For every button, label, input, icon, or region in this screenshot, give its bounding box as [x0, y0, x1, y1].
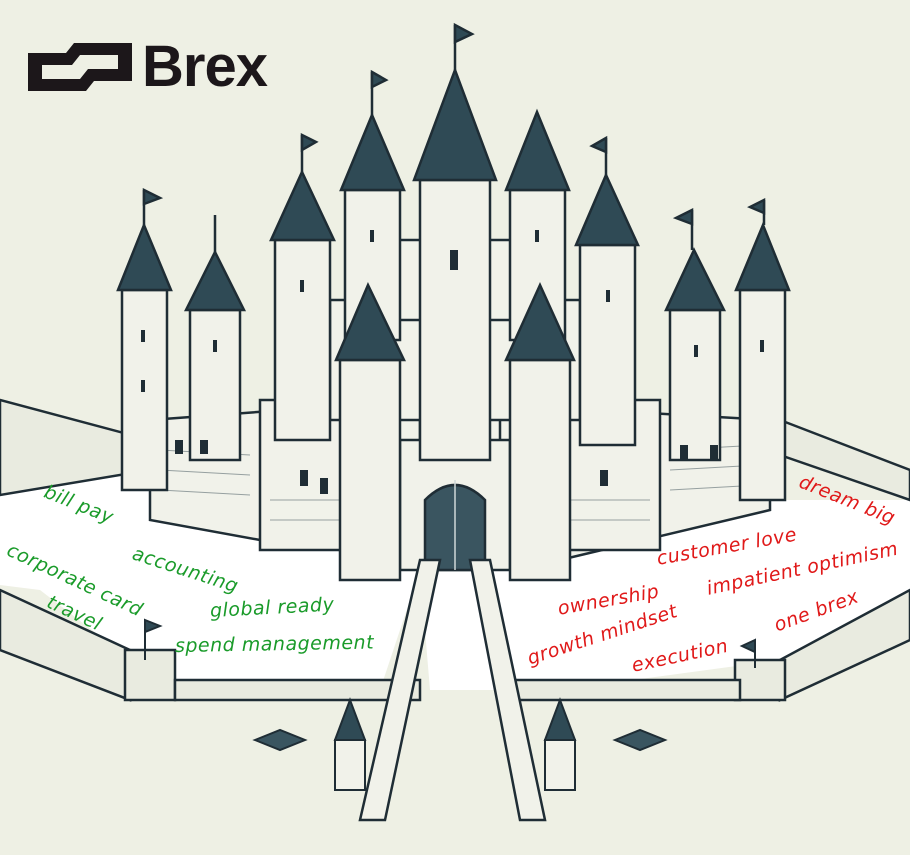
brex-logo: Brex	[28, 34, 268, 99]
wall-flags	[144, 618, 756, 668]
bridge	[358, 558, 547, 822]
product-label-spend-management: spend management	[174, 631, 375, 657]
outer-wall-right	[498, 418, 910, 702]
bridge-turrets	[252, 697, 668, 791]
outer-wall-left	[0, 398, 422, 702]
brex-logo-text: Brex	[142, 34, 268, 99]
brex-logo-icon	[28, 43, 132, 91]
gatehouse	[398, 438, 512, 572]
towers	[116, 22, 791, 582]
windows	[141, 230, 764, 494]
